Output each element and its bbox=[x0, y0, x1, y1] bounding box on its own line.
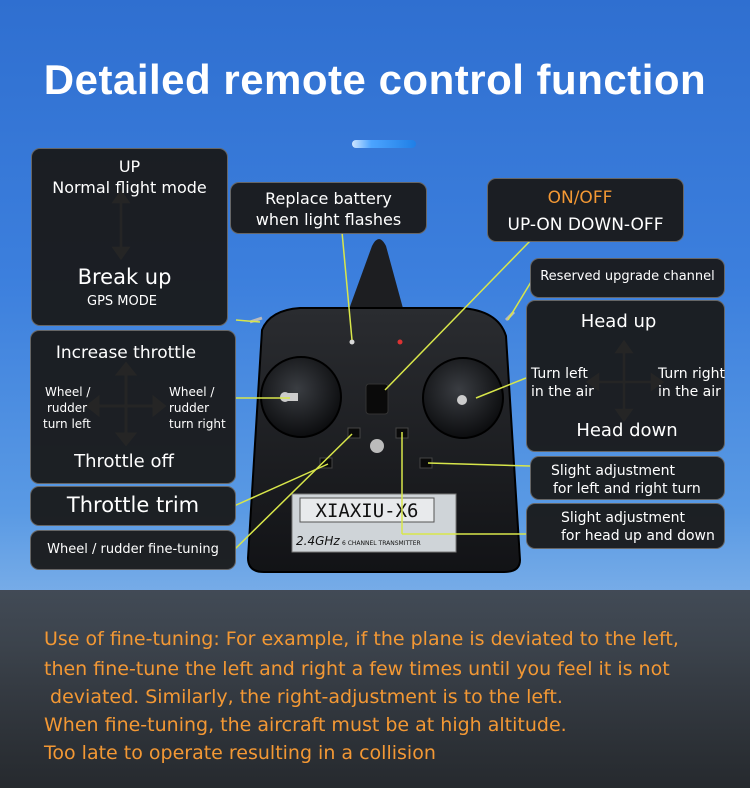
power-led bbox=[397, 339, 403, 345]
left-stick[interactable] bbox=[260, 356, 342, 438]
wheel-right-2: rudder bbox=[169, 401, 210, 415]
note-line-2: then fine-tune the left and right a few … bbox=[44, 658, 670, 680]
battery-callout: Replace battery when light flashes bbox=[230, 182, 427, 234]
trim-button-1[interactable] bbox=[347, 427, 361, 439]
wheel-left-1: Wheel / bbox=[45, 385, 91, 399]
turn-left-2: in the air bbox=[531, 384, 594, 400]
wheel-left-3: turn left bbox=[43, 417, 91, 431]
head-up-label: Head up bbox=[580, 311, 657, 332]
accent-bar bbox=[352, 140, 416, 148]
wheel-right-1: Wheel / bbox=[169, 385, 215, 399]
flight-up-label: UP bbox=[118, 157, 141, 176]
reserved-callout: Reserved upgrade channel bbox=[530, 258, 725, 298]
note-line-1: Use of fine-tuning: For example, if the … bbox=[44, 628, 679, 650]
throttle-trim-label: Throttle trim bbox=[66, 493, 200, 517]
normal-flight-label: Normal flight mode bbox=[52, 178, 207, 197]
throttle-off-label: Throttle off bbox=[74, 451, 174, 472]
trim-button-3[interactable] bbox=[319, 457, 333, 469]
channel-text: 6 CHANNEL TRANSMITTER bbox=[342, 540, 421, 547]
wheel-fine-tuning-callout: Wheel / rudder fine-tuning bbox=[30, 530, 236, 570]
head-down-label: Head down bbox=[576, 420, 678, 441]
led-indicator bbox=[349, 339, 355, 345]
battery-line1: Replace battery bbox=[265, 189, 392, 208]
slight-ud-line1: Slight adjustment bbox=[561, 510, 685, 526]
page-title: Detailed remote control function bbox=[43, 56, 707, 103]
wheel-right-3: turn right bbox=[169, 417, 226, 431]
slight-ud-line2: for head up and down bbox=[561, 528, 715, 544]
callout-lines bbox=[233, 231, 532, 551]
antenna bbox=[348, 239, 404, 312]
note-line-3: deviated. Similarly, the right-adjustmen… bbox=[44, 686, 563, 708]
break-up-label: Break up bbox=[77, 265, 172, 289]
power-desc: UP-ON DOWN-OFF bbox=[507, 215, 664, 235]
power-switch[interactable] bbox=[365, 383, 389, 415]
note-line-5: Too late to operate resulting in a colli… bbox=[44, 742, 436, 764]
turn-right-2: in the air bbox=[658, 384, 721, 400]
left-stick-callout: Increase throttle Wheel / rudder turn le… bbox=[30, 330, 236, 484]
flight-mode-callout: UP Normal flight mode Break up GPS MODE bbox=[31, 148, 228, 326]
battery-line2: when light flashes bbox=[255, 210, 402, 229]
wheel-left-2: rudder bbox=[47, 401, 88, 415]
right-stick-callout: Head up Turn left in the air Turn right … bbox=[526, 300, 725, 452]
bind-button[interactable] bbox=[370, 439, 384, 453]
freq-text: 2.4GHz bbox=[296, 534, 340, 548]
power-callout: ON/OFF UP-ON DOWN-OFF bbox=[487, 178, 684, 242]
brand-text: XIAXIU-X6 bbox=[316, 500, 419, 522]
wheel-fine-tuning-label: Wheel / rudder fine-tuning bbox=[47, 542, 219, 557]
throttle-trim-callout: Throttle trim bbox=[30, 486, 236, 526]
slight-lr-line1: Slight adjustment bbox=[551, 463, 675, 479]
gps-mode-label: GPS MODE bbox=[87, 294, 157, 309]
turn-right-1: Turn right bbox=[658, 366, 726, 382]
slight-lr-line2: for left and right turn bbox=[553, 481, 701, 497]
instructions-panel: Use of fine-tuning: For example, if the … bbox=[0, 590, 750, 788]
slight-lr-callout: Slight adjustment for left and right tur… bbox=[530, 456, 725, 500]
increase-throttle-label: Increase throttle bbox=[55, 343, 197, 363]
power-onoff-label: ON/OFF bbox=[547, 188, 613, 208]
slight-ud-callout: Slight adjustment for head up and down bbox=[526, 503, 725, 549]
turn-left-1: Turn left bbox=[531, 366, 588, 382]
reserved-label: Reserved upgrade channel bbox=[540, 269, 715, 284]
note-line-4: When fine-tuning, the aircraft must be a… bbox=[44, 714, 567, 736]
